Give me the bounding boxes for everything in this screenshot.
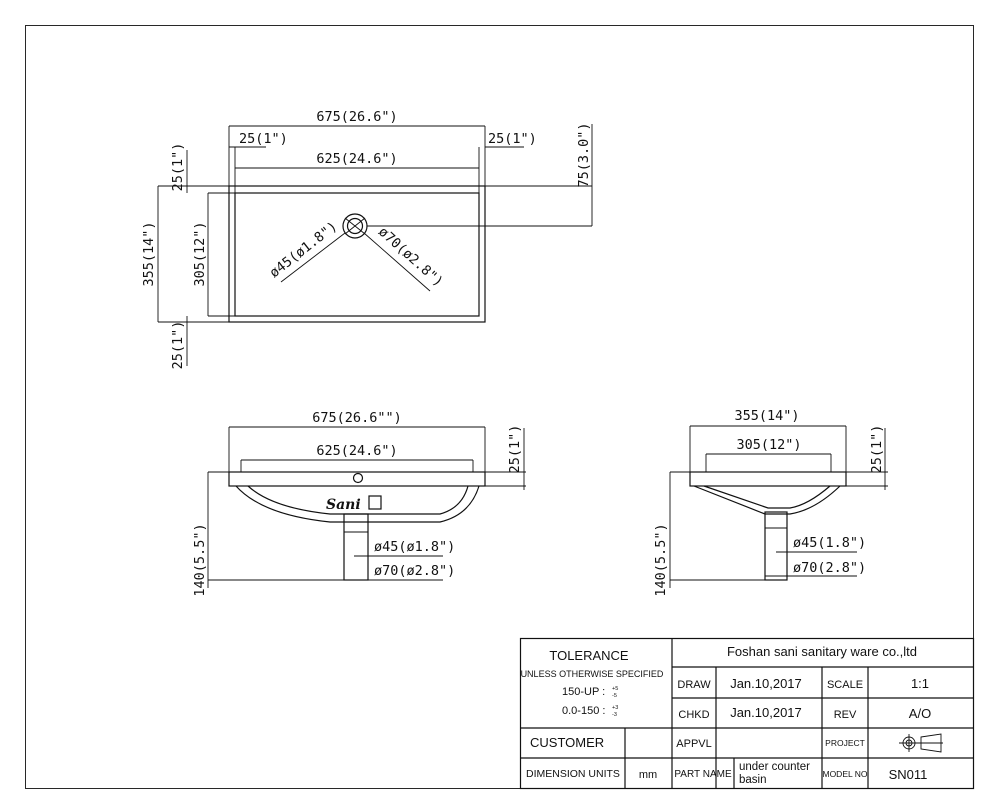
side-drain-inner-label: ø45(1.8") [793,535,866,551]
front-inner-width-label: 625(24.6") [316,443,397,459]
side-overall-width-label: 355(14") [734,408,799,424]
side-rim-height-label: 25(1") [869,425,885,474]
part-name-line1: under counter [739,761,810,773]
front-drain-outer-label: ø70(ø2.8") [374,563,455,579]
rev-value: A/O [909,706,931,721]
dimension-units-label: DIMENSION UNITS [526,768,620,780]
customer-label: CUSTOMER [530,735,604,750]
title-block: TOLERANCE UNLESS OTHERWISE SPECIFIED 150… [519,637,975,790]
top-drain-outer-label: ø70(ø2.8") [375,224,446,290]
top-bottom-rim-label: 25(1") [170,321,186,370]
company-name: Foshan sani sanitary ware co.,ltd [727,644,917,659]
project-label: PROJECT [825,738,865,748]
tolerance-150-up-minus: -5 [612,693,617,699]
tolerance-0-150: 0.0-150 : [562,705,605,717]
model-no-value: SN011 [889,767,928,782]
front-view-logo-emblem [368,495,382,510]
front-view-overflow-hole [352,472,364,484]
front-total-height-label: 140(5.5") [192,523,208,596]
top-overall-width-label: 675(26.6") [316,109,397,125]
top-drain-inner-label: ø45(ø1.8") [267,219,341,282]
side-view: 355(14") 305(12") 25(1") 140(5.5") ø45(1… [653,408,888,597]
top-drain-offset-label: 75(3.0") [576,122,592,187]
top-view-outer-outline [228,185,486,323]
side-drain-outer-label: ø70(2.8") [793,560,866,576]
top-overall-depth-label: 355(14") [141,221,157,286]
side-view-bowl [693,485,841,515]
drawing-border [25,25,974,789]
side-total-height-label: 140(5.5") [653,523,669,596]
tolerance-label: TOLERANCE [549,648,629,663]
front-view-logo: Sani [326,497,361,513]
unless-specified-label: UNLESS OTHERWISE SPECIFIED [521,669,664,679]
front-view-rim [228,471,486,487]
top-right-rim-label: 25(1") [488,131,537,147]
projection-symbol-icon [899,733,943,753]
side-view-drain [764,511,788,581]
scale-value: 1:1 [911,676,929,691]
side-inner-width-label: 305(12") [736,437,801,453]
top-inner-depth-label: 305(12") [192,221,208,286]
top-view-inner-bowl [234,192,480,317]
part-name-line2: basin [739,774,767,786]
front-rim-height-label: 25(1") [507,425,523,474]
front-view-drain [343,513,369,581]
rev-label: REV [834,709,857,721]
front-view-bowl [235,485,480,523]
scale-label: SCALE [827,679,863,691]
side-view-rim [689,471,847,487]
top-top-rim-label: 25(1") [170,143,186,192]
front-view: Sani 675(26.6"") 625(24.6") 25(1") 140(5… [192,410,526,597]
chkd-date: Jan.10,2017 [730,705,802,720]
model-no-label: MODEL NO [822,769,867,779]
front-drain-inner-label: ø45(ø1.8") [374,539,455,555]
tolerance-150-up-plus: +5 [612,686,618,692]
draw-date: Jan.10,2017 [730,676,802,691]
part-name-label: PART NAME [674,769,732,780]
front-overall-width-label: 675(26.6"") [312,410,401,426]
tolerance-0-150-minus: -3 [612,712,617,718]
appvl-label: APPVL [676,738,711,750]
top-left-rim-label: 25(1") [239,131,288,147]
top-view: 675(26.6") 25(1") 25(1") 625(24.6") 75(3… [141,109,593,370]
draw-label: DRAW [677,679,711,691]
chkd-label: CHKD [678,709,709,721]
top-view-drain-inner [346,217,364,235]
top-inner-width-label: 625(24.6") [316,151,397,167]
dimension-units-value: mm [639,769,657,781]
tolerance-150-up: 150-UP : [562,686,605,698]
tolerance-0-150-plus: +3 [612,705,618,711]
